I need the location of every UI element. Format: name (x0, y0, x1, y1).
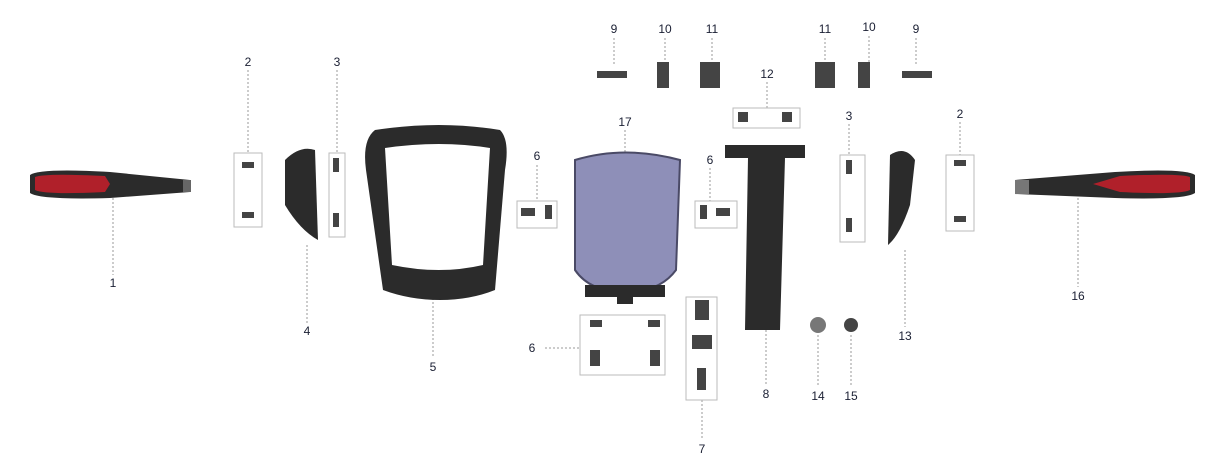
callout-10: 10 (862, 20, 876, 34)
small-fasteners (242, 62, 966, 390)
callout-3: 3 (845, 109, 853, 123)
kit-boxes (233, 107, 975, 401)
left-indicator (30, 170, 191, 199)
callout-16: 16 (1071, 289, 1085, 303)
callout-9: 9 (912, 22, 920, 36)
callout-4: 4 (303, 324, 311, 338)
callout-5: 5 (429, 360, 437, 374)
callout-10: 10 (658, 22, 672, 36)
callout-8: 8 (762, 387, 770, 401)
right-bracket (888, 151, 915, 245)
callout-6: 6 (533, 149, 541, 163)
right-indicator (1015, 170, 1195, 199)
callout-11: 11 (705, 22, 719, 36)
callout-17: 17 (618, 115, 632, 129)
callout-2: 2 (244, 55, 252, 69)
callout-6: 6 (706, 153, 714, 167)
callout-3: 3 (333, 55, 341, 69)
callout-2: 2 (956, 107, 964, 121)
callout-15: 15 (844, 389, 858, 403)
callout-7: 7 (698, 442, 706, 456)
lamp-housing (574, 151, 682, 304)
callout-11: 11 (818, 22, 832, 36)
callout-1: 1 (109, 276, 117, 290)
left-bracket (285, 148, 318, 240)
callout-14: 14 (811, 389, 825, 403)
callout-12: 12 (760, 67, 774, 81)
callout-13: 13 (898, 329, 912, 343)
support-bracket (725, 145, 805, 330)
frame (365, 125, 507, 300)
callout-9: 9 (610, 22, 618, 36)
callout-6: 6 (528, 341, 536, 355)
